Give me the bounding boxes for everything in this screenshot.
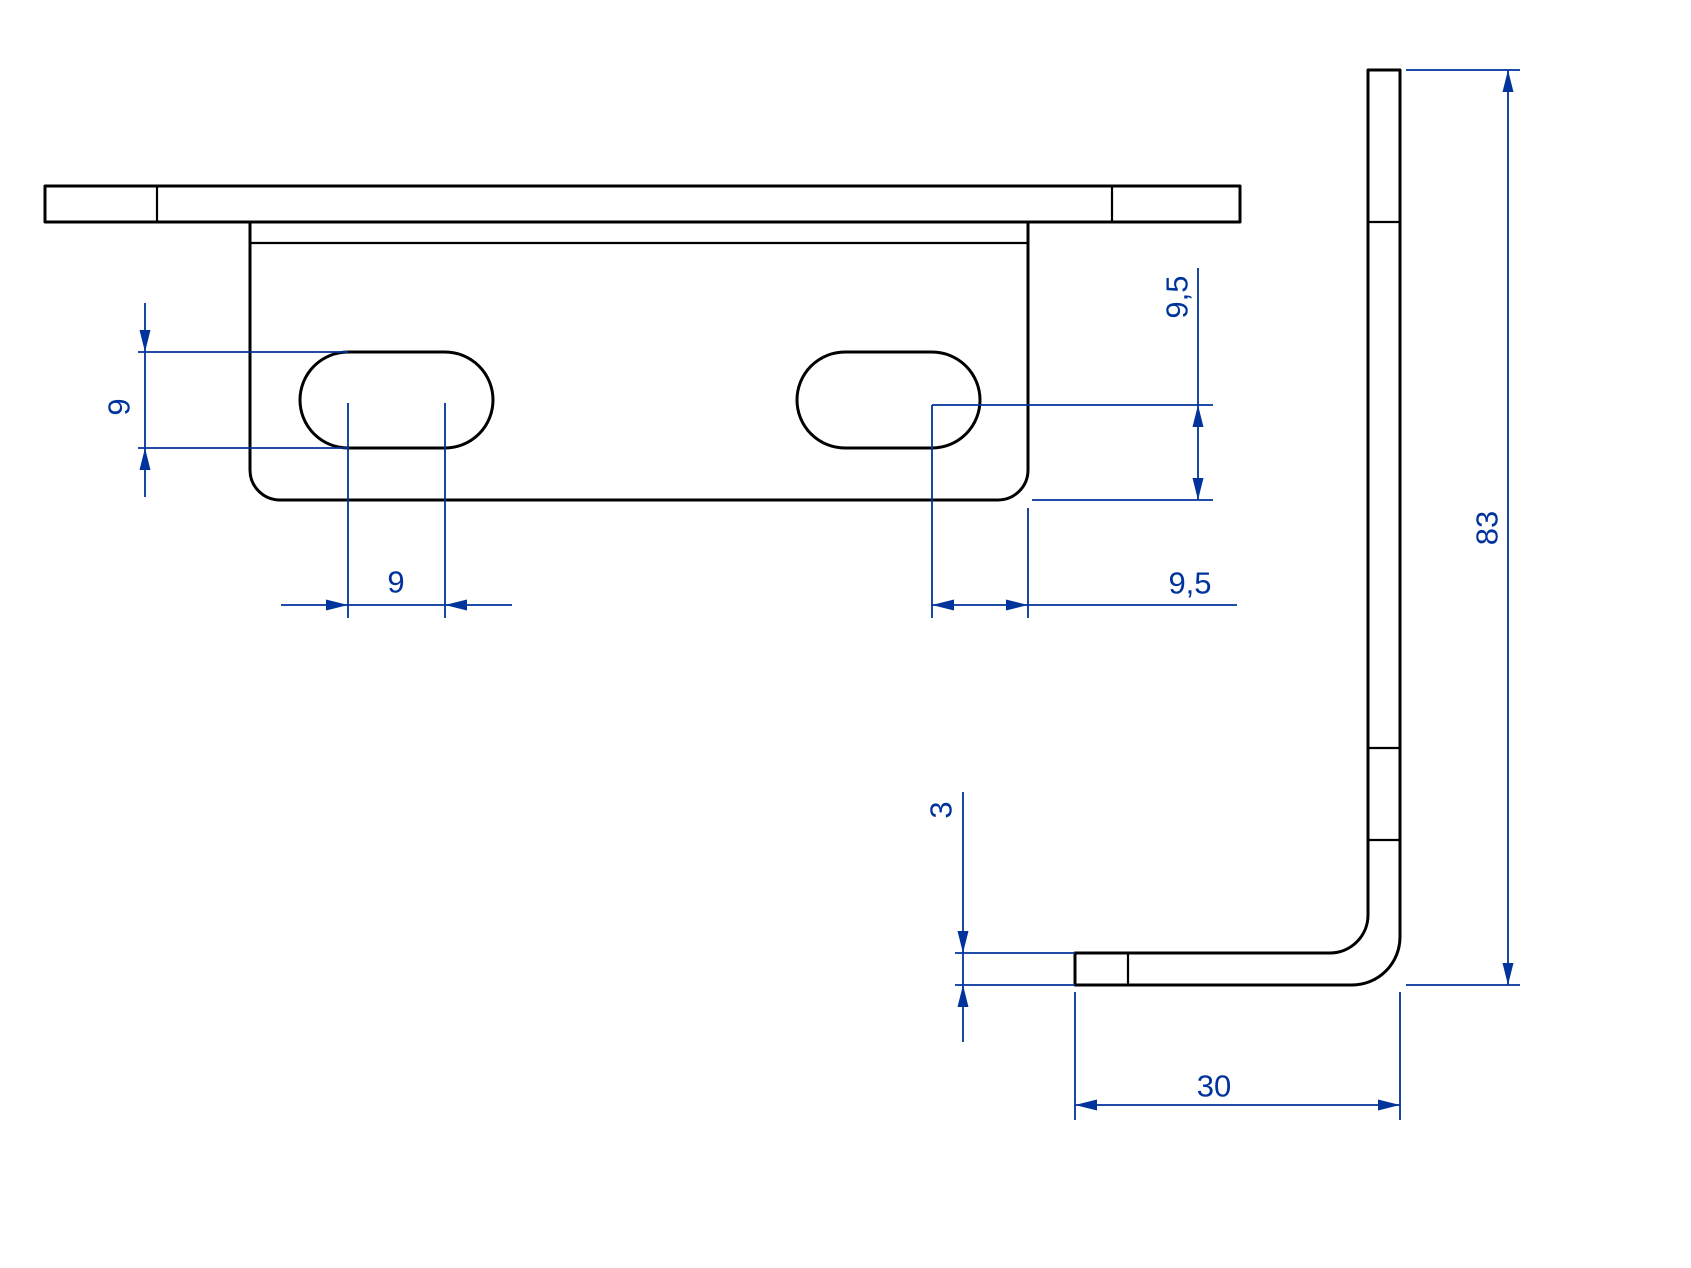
dimension-overall-height: 83: [1406, 69, 1520, 986]
arrow-down-icon: [139, 330, 151, 352]
flange-outline: [43, 184, 1242, 224]
dimension-value: 9: [102, 398, 137, 415]
dimension-value: 30: [1197, 1069, 1231, 1104]
dimension-value: 9,5: [1160, 275, 1195, 318]
dimension-value: 9,5: [1168, 566, 1211, 601]
arrow-left-icon: [445, 599, 467, 611]
dimension-slot-center-to-edge: 9,5: [931, 405, 1237, 618]
arrow-left-icon: [932, 599, 954, 611]
arrow-right-icon: [1006, 599, 1028, 611]
dimension-slot-pitch: 9: [281, 403, 512, 618]
dimension-thickness: 3: [924, 792, 1075, 1042]
dimension-slot-center-to-bottom: 9,5: [932, 268, 1213, 501]
front-view: [43, 184, 1242, 502]
side-view: [1073, 68, 1402, 987]
arrow-up-icon: [1502, 70, 1514, 92]
dimension-leg-width: 30: [1074, 992, 1401, 1120]
l-profile-outline: [1073, 68, 1402, 987]
arrow-right-icon: [1378, 1099, 1400, 1111]
arrow-up-icon: [957, 985, 969, 1007]
plate-outline: [248, 222, 1030, 502]
arrow-up-icon: [139, 448, 151, 470]
arrow-down-icon: [1502, 963, 1514, 985]
arrow-up-icon: [1192, 405, 1204, 427]
dimension-value: 83: [1470, 511, 1505, 545]
arrow-left-icon: [1075, 1099, 1097, 1111]
dimension-slot-height: 9: [102, 303, 348, 497]
slot-left: [298, 350, 495, 450]
arrow-down-icon: [1192, 478, 1204, 500]
dimension-value: 3: [924, 801, 959, 818]
slot-right: [795, 350, 982, 450]
dimension-value: 9: [387, 565, 404, 600]
arrow-down-icon: [957, 931, 969, 953]
arrow-right-icon: [326, 599, 348, 611]
